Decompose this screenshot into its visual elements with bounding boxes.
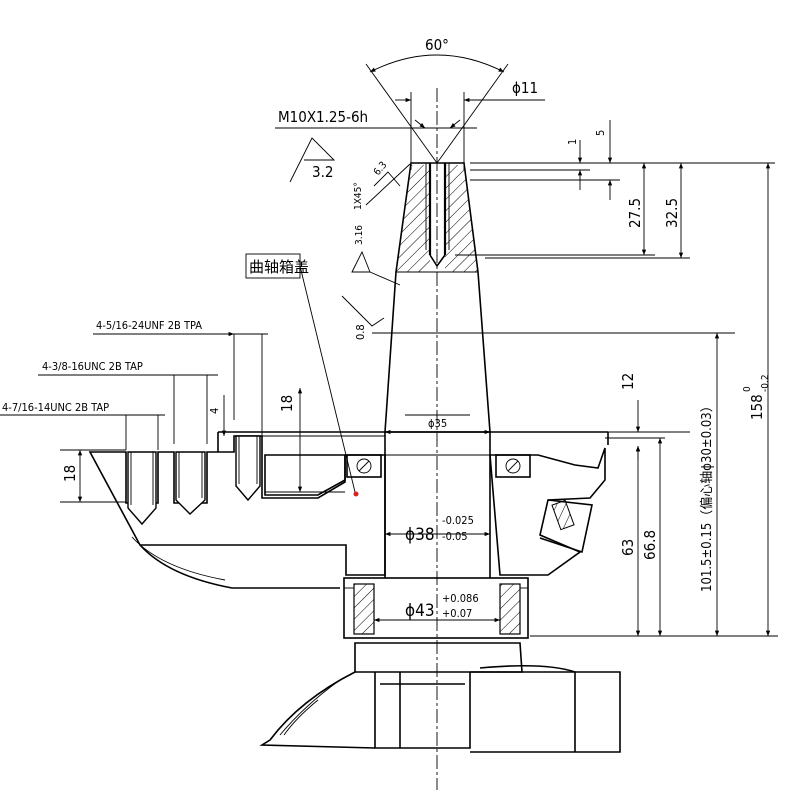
crankcase-cover — [88, 431, 609, 589]
thread-callout: M10X1.25-6h 3.2 — [275, 108, 477, 183]
dim-325-label: 32.5 — [663, 198, 681, 228]
dim-4-label: 4 — [208, 408, 221, 414]
dim-158-lower: -0.2 — [760, 374, 771, 392]
red-marker — [353, 491, 359, 497]
roughness-63-label: 6.3 — [372, 160, 390, 178]
dim-1015-label: 101.5±0.15（偏心轴ϕ30±0.03） — [700, 399, 715, 592]
dim-18b-label: 18 — [278, 395, 296, 412]
dia38-upper: -0.025 — [442, 514, 474, 527]
dia11-dimension: ϕ11 — [395, 79, 545, 170]
main-journal: ϕ38 -0.025 -0.05 — [380, 432, 496, 579]
dia43-label: ϕ43 — [405, 601, 435, 621]
crank-web — [259, 642, 621, 753]
chamfer-label: 1X45° — [353, 182, 364, 210]
dia43-lower: +0.07 — [442, 607, 472, 620]
tap-callouts: 4-5/16-24UNF 2B TPA 4-3/8-16UNC 2B TAP 4… — [0, 319, 268, 450]
roughness-08-label: 0.8 — [354, 324, 367, 340]
dia11-label: ϕ11 — [512, 79, 538, 97]
tap3-label: 4-7/16-14UNC 2B TAP — [2, 401, 109, 414]
right-dims: 12 63 66.8 101.5±0.15（偏心轴ϕ30±0.03） 158 0… — [530, 163, 778, 637]
dia38-lower: -0.05 — [442, 530, 468, 543]
dim-275-label: 27.5 — [626, 198, 644, 228]
dim-1-label: 1 — [566, 139, 579, 145]
thread-label: M10X1.25-6h — [278, 108, 368, 126]
dim-18a-label: 18 — [61, 465, 79, 482]
top-dims: 1 5 — [470, 120, 775, 200]
chamfer-callout: 1X45° 6.3 — [353, 160, 411, 210]
dim-668-label: 66.8 — [641, 530, 659, 560]
tapered-shaft — [384, 162, 491, 433]
angle-label: 60° — [425, 36, 449, 54]
tap2-label: 4-3/8-16UNC 2B TAP — [42, 360, 143, 373]
angle-dimension: 60° — [365, 36, 509, 164]
dim-5-label: 5 — [594, 130, 607, 136]
bearing: ϕ43 +0.086 +0.07 — [343, 577, 529, 639]
dia35-label: ϕ35 — [428, 417, 447, 430]
dia43-upper: +0.086 — [442, 592, 479, 605]
height-18-dims: 18 18 — [60, 388, 385, 503]
part-label-text: 曲轴箱盖 — [249, 258, 309, 276]
tap1-label: 4-5/16-24UNF 2B TPA — [96, 319, 202, 332]
dia38-label: ϕ38 — [405, 525, 435, 545]
dim-63-label: 63 — [619, 539, 637, 556]
oil-seals — [346, 454, 531, 497]
dim-158-upper: 0 — [742, 386, 753, 392]
roughness-label: 3.2 — [312, 163, 333, 181]
dia35-dimension: ϕ35 — [385, 417, 490, 435]
dim-158-label: 158 — [748, 394, 766, 420]
dim-12-label: 12 — [619, 373, 637, 390]
depth-dims: 27.5 32.5 — [455, 163, 690, 259]
roughness-316-label: 3.16 — [354, 225, 365, 245]
roughness-08: 0.8 — [341, 295, 735, 340]
roughness-316: 3.16 — [351, 225, 401, 286]
